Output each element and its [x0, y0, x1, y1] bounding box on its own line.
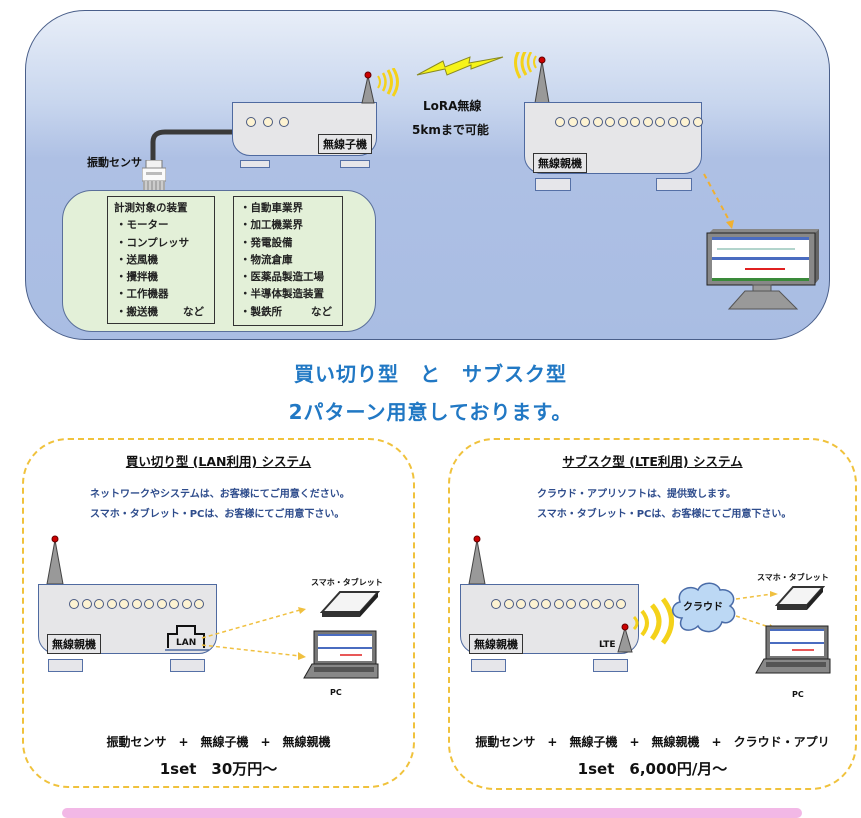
plan-lte-combo: 振動センサ + 無線子機 + 無線親機 + クラウド・アプリ [475, 735, 830, 749]
led-row [69, 594, 207, 613]
child-unit-label: 無線子機 [318, 134, 372, 154]
lightning-signal-icon [416, 56, 504, 76]
connection-arrows [201, 607, 306, 660]
list-item: ・半導体製造装置 [240, 288, 324, 301]
tablet-icon [775, 586, 825, 610]
cloud-label: クラウド [683, 602, 723, 613]
list-item: ・攪拌機 [116, 271, 158, 284]
parent-unit: 無線親機 LAN [38, 584, 217, 654]
tablet-label: スマホ・タブレット [757, 573, 829, 582]
laptop-icon [755, 625, 831, 674]
plan-lan-combo: 振動センサ + 無線子機 + 無線親機 [106, 735, 331, 749]
tablet-icon [320, 591, 380, 617]
list-item: ・モーター [116, 219, 169, 232]
list-item: ・自動車業界 [240, 202, 303, 214]
plan-lte-desc-1: クラウド・アプリソフトは、提供致します。 [537, 489, 736, 500]
parent-unit-foot [656, 178, 692, 191]
lte-label: LTE [599, 640, 616, 650]
parent-unit-foot [471, 659, 506, 672]
list-item: ・送風機 [116, 253, 158, 266]
parent-unit-foot [48, 659, 83, 672]
led-row [491, 594, 629, 613]
sensor-cable [150, 129, 235, 165]
child-unit-foot [340, 160, 370, 168]
list-item: ・工作機器 [116, 288, 169, 301]
plan-lte-desc-2: スマホ・タブレット・PCは、お客様にてご用意下さい。 [537, 509, 792, 520]
headline-line-1: 買い切り型 と サブスク型 [294, 362, 567, 386]
target-devices-list: 計測対象の装置 ・モーター ・コンプレッサ ・送風機 ・攪拌機 ・工作機器 ・搬… [107, 196, 215, 324]
parent-unit-foot [593, 659, 628, 672]
plan-lan-desc-1: ネットワークやシステムは、お客様にてご用意ください。 [90, 489, 350, 500]
led-row [246, 112, 292, 131]
child-unit: 無線子機 [232, 102, 377, 156]
led-row [555, 112, 705, 131]
range-label: 5kmまで可能 [412, 123, 489, 137]
plan-lan-title: 買い切り型 (LAN利用) システム [125, 454, 312, 469]
lte-signal-icon [632, 597, 674, 645]
pc-label: PC [330, 688, 342, 697]
monitor-icon [706, 229, 819, 310]
lan-port-icon [165, 625, 209, 651]
list-item: ・物流倉庫 [240, 253, 293, 266]
antenna-icon [514, 52, 550, 104]
antenna-icon [361, 68, 399, 104]
plan-lan-price: 1set 30万円～ [159, 760, 278, 778]
tablet-label: スマホ・タブレット [311, 578, 383, 587]
lte-antenna-icon [617, 623, 633, 653]
parent-unit-label: 無線親機 [469, 634, 523, 654]
sensor-label: 振動センサ [87, 156, 142, 169]
list-item: ・医薬品製造工場 [240, 271, 324, 284]
cloud-icon [672, 582, 736, 633]
data-arrow [703, 173, 734, 229]
target-devices-heading: 計測対象の装置 [114, 202, 188, 214]
etc-label: など [311, 305, 332, 318]
list-item: ・発電設備 [240, 236, 293, 249]
parent-unit-label: 無線親機 [533, 153, 587, 173]
plan-lte-title: サブスク型 (LTE利用) システム [562, 454, 743, 469]
lan-port-label: LAN [176, 638, 197, 648]
footer-banner [62, 808, 802, 818]
headline-line-2: 2パターン用意しております。 [288, 400, 573, 424]
parent-unit: 無線親機 [524, 102, 705, 174]
vibration-sensor-icon [141, 159, 167, 190]
laptop-icon [303, 630, 379, 679]
plan-lte-price: 1set 6,000円/月～ [577, 760, 728, 778]
parent-unit-label: 無線親機 [47, 634, 101, 654]
parent-unit: 無線親機 LTE [460, 584, 639, 654]
antenna-icon [46, 535, 64, 585]
child-unit-foot [240, 160, 270, 168]
plan-lan-panel [22, 438, 415, 788]
parent-unit-foot [170, 659, 205, 672]
list-item: ・コンプレッサ [116, 236, 190, 249]
etc-label: など [183, 305, 204, 318]
plan-lte-panel [448, 438, 857, 790]
pc-label: PC [792, 690, 804, 699]
lora-label: LoRA無線 [423, 99, 482, 113]
industries-list: ・自動車業界 ・加工機業界 ・発電設備 ・物流倉庫 ・医薬品製造工場 ・半導体製… [233, 196, 343, 326]
list-item: ・製鉄所 [240, 305, 282, 318]
plan-lan-desc-2: スマホ・タブレット・PCは、お客様にてご用意下さい。 [90, 509, 345, 520]
list-item: ・搬送機 [116, 305, 158, 318]
list-item: ・加工機業界 [240, 219, 303, 232]
antenna-icon [468, 535, 486, 585]
parent-unit-foot [535, 178, 571, 191]
